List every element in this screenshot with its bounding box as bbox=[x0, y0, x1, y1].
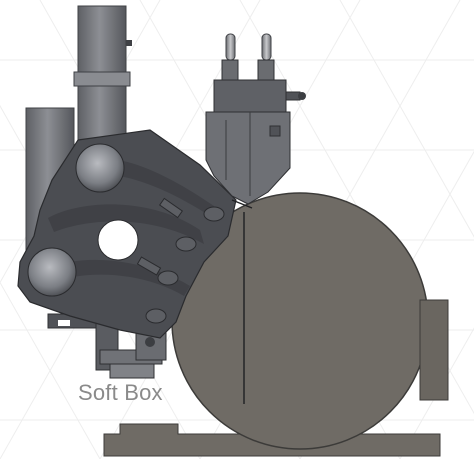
upper-roller bbox=[75, 143, 125, 193]
soft-box-label: Soft Box bbox=[78, 380, 163, 405]
vertical-column-tall bbox=[73, 5, 132, 142]
applicator-head bbox=[205, 33, 306, 205]
large-drum bbox=[171, 192, 449, 450]
guide-rollers bbox=[136, 197, 225, 324]
lower-roller bbox=[27, 247, 77, 297]
belt-line bbox=[231, 199, 253, 404]
